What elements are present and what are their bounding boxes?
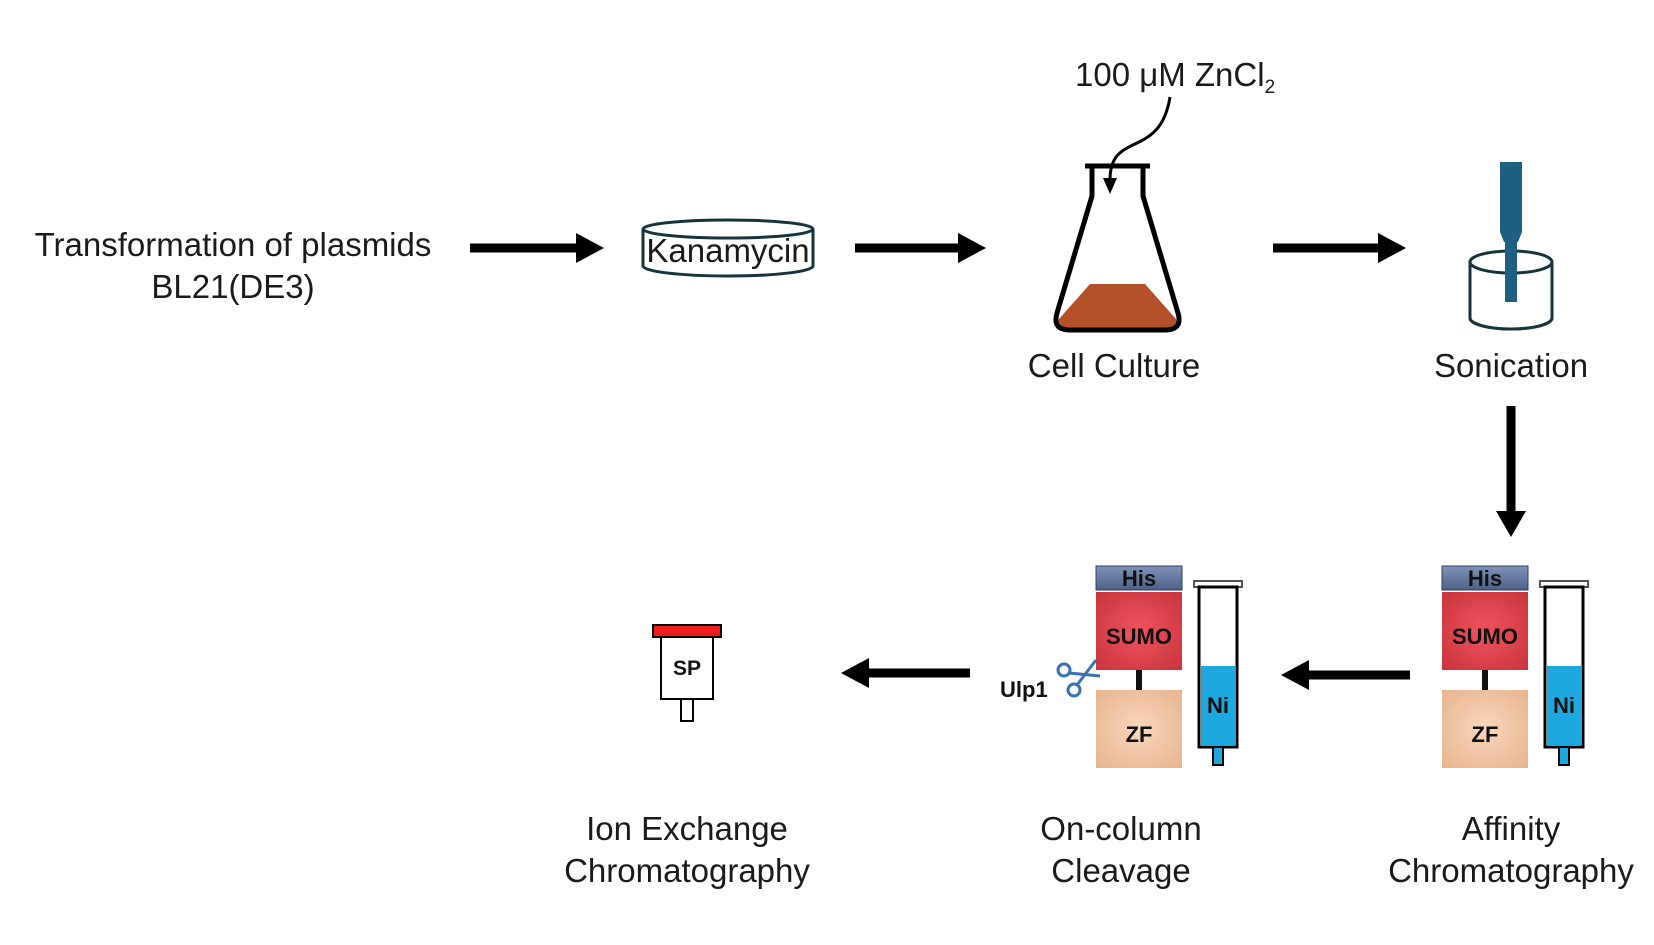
- ulp1-label: Ulp1: [1000, 677, 1048, 702]
- his-tag-label: His: [1468, 566, 1502, 591]
- ni-column-icon: Ni: [1193, 580, 1243, 766]
- arrow-right-1: [470, 233, 604, 263]
- sonication-label: Sonication: [1434, 347, 1588, 384]
- ion-exchange-label-line2: Chromatography: [564, 852, 810, 889]
- affinity-construct: His SUMO ZF: [1441, 565, 1529, 768]
- zinc-addition-arrow: [1103, 96, 1172, 194]
- sonicator-icon: [1468, 162, 1554, 331]
- zf-label: ZF: [1126, 722, 1153, 747]
- plate-label: Kanamycin: [646, 232, 809, 269]
- his-tag-label: His: [1122, 566, 1156, 591]
- sumo-block: [1096, 592, 1182, 670]
- ni-label: Ni: [1553, 693, 1575, 718]
- his-tag: [1441, 565, 1529, 591]
- arrow-left-2: [841, 658, 970, 688]
- cleavage-label-line2: Cleavage: [1051, 852, 1190, 889]
- zf-block: [1096, 690, 1182, 768]
- sp-column-icon: SP: [652, 624, 722, 722]
- sumo-block: [1442, 592, 1528, 670]
- his-tag: [1095, 565, 1183, 591]
- ni-column-icon: Ni: [1539, 580, 1589, 766]
- transformation-label-line1: Transformation of plasmids: [35, 226, 432, 263]
- culture-label: Cell Culture: [1028, 347, 1200, 384]
- cleavage-label-line1: On-column: [1040, 810, 1201, 847]
- arrow-down: [1496, 406, 1526, 537]
- ni-label: Ni: [1207, 693, 1229, 718]
- affinity-label-line1: Affinity: [1462, 810, 1561, 847]
- scissors-icon: [1056, 659, 1101, 698]
- petri-dish-icon: Kanamycin: [641, 218, 815, 278]
- affinity-label-line2: Chromatography: [1388, 852, 1634, 889]
- transformation-label-line2: BL21(DE3): [151, 268, 314, 305]
- arrow-left-1: [1281, 660, 1410, 690]
- arrow-right-2: [855, 233, 986, 263]
- zf-block: [1442, 690, 1528, 768]
- flask-icon: [1053, 163, 1182, 333]
- zf-label: ZF: [1472, 722, 1499, 747]
- arrow-right-3: [1273, 233, 1406, 263]
- sumo-label: SUMO: [1106, 624, 1172, 649]
- ion-exchange-label-line1: Ion Exchange: [586, 810, 788, 847]
- cleavage-construct: His SUMO ZF: [1095, 565, 1183, 768]
- zinc-label: 100 μM ZnCl2: [1075, 56, 1275, 98]
- sumo-label: SUMO: [1452, 624, 1518, 649]
- sp-label: SP: [673, 657, 701, 680]
